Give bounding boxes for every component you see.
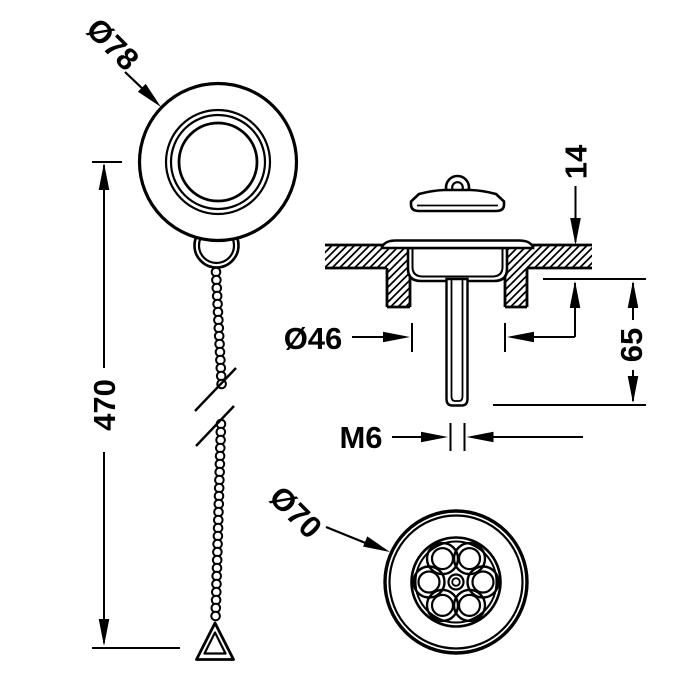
drain-basin-inner — [411, 248, 504, 278]
dim-hole-diameter: Ø46 — [284, 321, 575, 356]
break-slash-upper — [194, 367, 237, 412]
triangle-pendant — [195, 621, 235, 661]
grate-center-hole-inner — [451, 577, 461, 587]
plug-ring-2 — [169, 113, 267, 211]
dim-plug-diameter: Ø78 — [80, 11, 161, 107]
toggle-body — [409, 188, 506, 213]
arrowhead-left — [507, 331, 534, 343]
plug-ring-3 — [177, 121, 259, 203]
toggle-handle — [409, 174, 506, 213]
cross-section-view — [325, 174, 592, 407]
thread-size-label: M6 — [339, 420, 382, 455]
deck-section — [325, 243, 592, 309]
arrowhead — [137, 83, 161, 107]
chain — [194, 266, 237, 661]
grate-center-hole-outer — [447, 573, 465, 591]
drain-basin-outer — [406, 246, 509, 283]
drain-flange — [380, 239, 535, 250]
hole-diameter-label: Ø46 — [284, 321, 343, 356]
threaded-rod-outer — [445, 277, 469, 407]
chain-break-marks — [194, 367, 237, 447]
grate-top-view — [383, 509, 529, 655]
tail-length-label: 65 — [614, 328, 649, 362]
grate-outer-circle — [383, 509, 529, 655]
arrowhead-down — [98, 619, 110, 646]
dim-grate-diameter: Ø70 — [263, 479, 390, 552]
grate-plate-outer — [410, 536, 502, 628]
arrowhead-up — [569, 281, 581, 308]
grate-diameter-label: Ø70 — [263, 479, 329, 545]
threaded-rod-inner — [450, 279, 464, 402]
grate-holes — [412, 541, 500, 623]
deck-outlines — [325, 243, 592, 309]
plug-outer-circle — [137, 81, 299, 243]
dim-thread-size: M6 — [339, 420, 583, 455]
plug-diameter-label: Ø78 — [80, 11, 146, 77]
arrowhead — [363, 536, 390, 552]
chain-beads — [210, 266, 227, 622]
arrowhead-down — [570, 218, 581, 245]
plug-front-view — [137, 81, 299, 269]
chain-bead — [210, 610, 221, 622]
arrowhead-right — [421, 431, 448, 443]
grate-plate-inner — [414, 540, 498, 624]
leader-line — [325, 525, 369, 546]
grate-rim-circle — [388, 514, 524, 650]
arrowhead-right — [383, 331, 410, 343]
arrowhead-up — [98, 163, 110, 190]
protrusion-height-label: 14 — [559, 144, 594, 179]
dim-chain-length: 470 — [87, 161, 180, 649]
deck-left-hatch — [325, 245, 410, 307]
chain-length-label: 470 — [87, 379, 122, 431]
dim-tail-length: 65 — [493, 278, 649, 406]
plug-ring-1 — [164, 108, 272, 216]
break-slash-lower — [195, 405, 235, 447]
deck-right-hatch — [505, 245, 592, 307]
arrowhead-left — [466, 431, 494, 443]
arrowhead-down — [627, 376, 639, 403]
pendant-inner — [203, 631, 227, 655]
dim-protrusion-height: 14 — [559, 144, 594, 337]
arrowhead-up — [627, 281, 639, 308]
